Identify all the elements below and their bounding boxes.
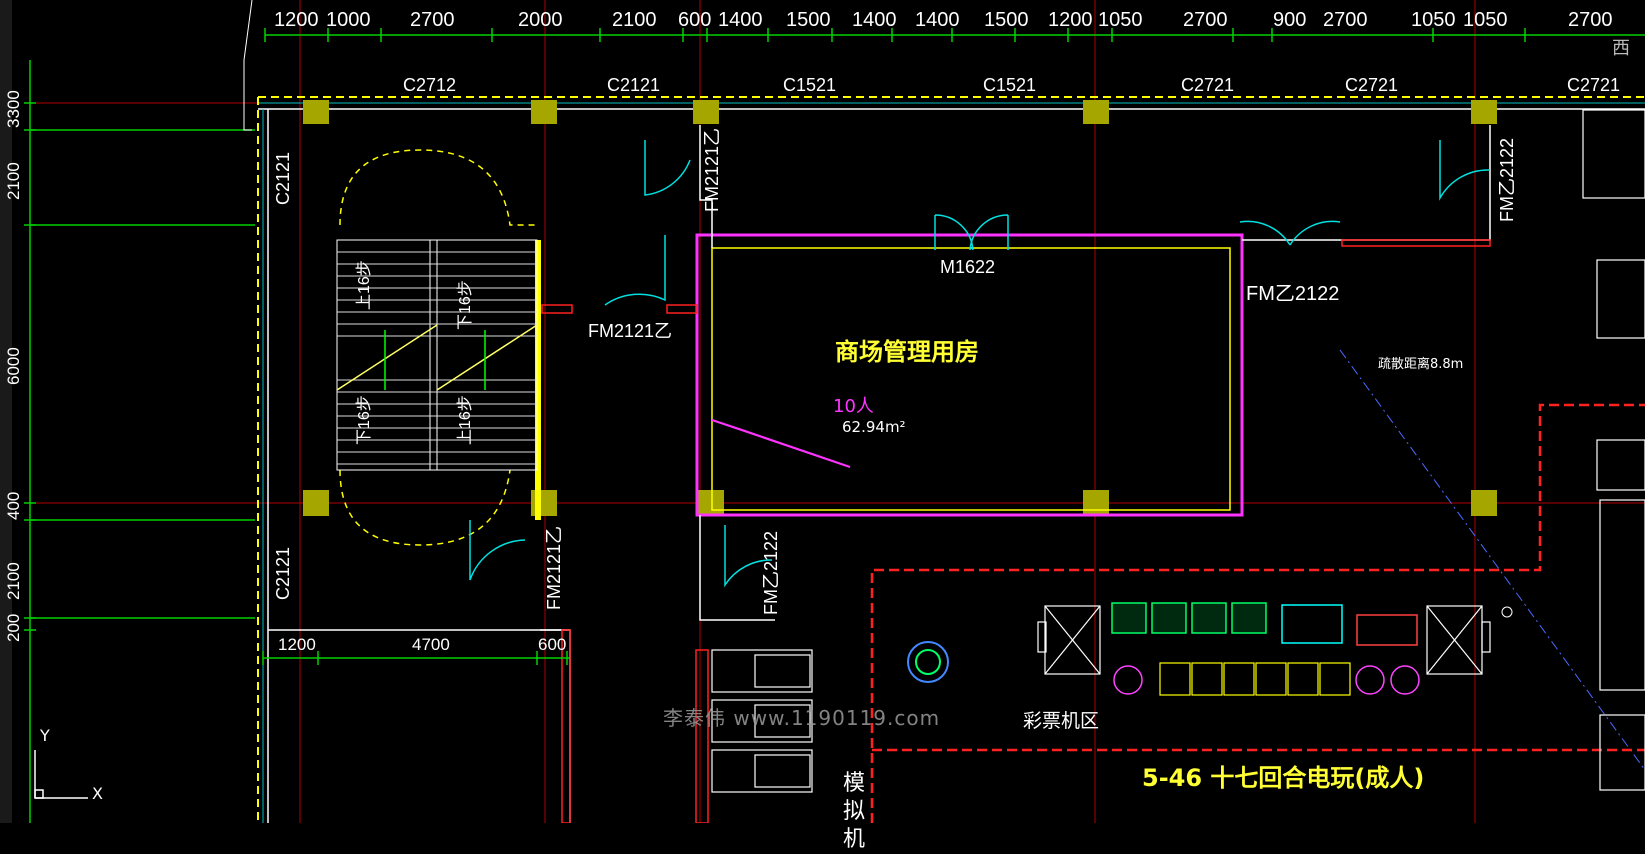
lower-dimension-label: 4700 (412, 635, 450, 654)
column (1471, 490, 1497, 516)
door-tag: FM乙2122 (1246, 283, 1340, 305)
top-dimension-label: 2100 (612, 9, 657, 31)
room-occupancy: 10人 (833, 396, 874, 417)
right-equipment (1582, 109, 1645, 791)
management-room[interactable] (695, 233, 1244, 517)
top-dimension-label: 1050 (1098, 9, 1143, 31)
door-tag: FM2121乙 (544, 525, 564, 610)
top-dimension-label: 1500 (984, 9, 1029, 31)
left-dimension-label: 6000 (4, 347, 23, 385)
room-area: 62.94m² (842, 418, 906, 436)
column (698, 490, 724, 516)
top-dimension-label: 2000 (518, 9, 563, 31)
top-outer-wall (258, 96, 1645, 110)
column (531, 490, 557, 516)
evacuation-node (1501, 606, 1513, 618)
window-tag: C2712 (403, 75, 457, 95)
window-tag: C1521 (783, 75, 837, 95)
column (1083, 100, 1109, 124)
evacuation-path (1339, 349, 1645, 771)
ucs-x-label: X (92, 784, 103, 803)
stair-label: 下16步 (356, 395, 373, 445)
lottery-zone-label: 彩票机区 (1023, 710, 1100, 732)
lower-dimension-label: 600 (538, 635, 567, 654)
top-dimension-label: 900 (1273, 9, 1307, 31)
top-dimension-line (264, 28, 1645, 42)
door-tag: FM乙2122 (1497, 137, 1517, 222)
top-dimension-label: 2700 (410, 9, 455, 31)
window-tag: C2121 (607, 75, 661, 95)
stair-enclosure (336, 149, 541, 546)
simulation-zone-label: 模拟机 (843, 771, 866, 852)
column (1471, 100, 1497, 124)
top-dimension-label: 2700 (1323, 9, 1368, 31)
left-dimension-label: 200 (4, 613, 23, 642)
lower-dimension-label: 1200 (278, 635, 316, 654)
evacuation-note: 疏散距离8.8m (1378, 357, 1464, 372)
column (531, 100, 557, 124)
window-tag-left: C2121 (273, 151, 293, 205)
simulation-machines (711, 649, 813, 793)
column (1083, 490, 1109, 516)
top-dimension-label: 600 (678, 9, 712, 31)
window-tag: C2721 (1567, 75, 1621, 95)
door-tag: M1622 (940, 257, 996, 277)
top-dimension-label: 1400 (852, 9, 897, 31)
top-dimension-label: 1050 (1411, 9, 1456, 31)
column (693, 100, 719, 124)
top-dimension-label: 1050 (1463, 9, 1508, 31)
corner-text: 西 (1612, 38, 1630, 59)
stair-label: 上16步 (356, 260, 373, 310)
left-dimension-line (24, 60, 255, 823)
top-dimension-label: 1400 (915, 9, 960, 31)
top-dimension-label: 2700 (1568, 9, 1613, 31)
left-ruler-strip (0, 0, 12, 823)
top-dimension-label: 1500 (786, 9, 831, 31)
left-dimension-label: 2100 (4, 562, 23, 600)
window-tag: C2721 (1345, 75, 1399, 95)
left-dimension-label: 3300 (4, 90, 23, 128)
door-swings (469, 140, 1491, 588)
stair-label: 下16步 (457, 280, 474, 330)
cad-drawing-canvas[interactable] (0, 0, 1645, 823)
window-tag-left: C2121 (273, 546, 293, 600)
zone-boundaries (870, 403, 1645, 823)
ucs-icon (34, 750, 88, 799)
lower-dimension-line (262, 651, 570, 665)
top-dimension-label: 2700 (1183, 9, 1228, 31)
top-dimension-label: 1400 (718, 9, 763, 31)
column (303, 100, 329, 124)
top-dimension-label: 1200 (274, 9, 319, 31)
room-name: 商场管理用房 (835, 338, 979, 366)
watermark-text: 李泰伟 www.1190119.com (663, 706, 941, 730)
left-dimension-label: 2100 (4, 162, 23, 200)
window-tag: C1521 (983, 75, 1037, 95)
ucs-y-label: Y (40, 726, 50, 745)
stair-label: 上16步 (457, 395, 474, 445)
top-dimension-label: 1200 (1048, 9, 1093, 31)
door-tag: FM乙2122 (761, 530, 781, 615)
game-machines (907, 602, 1491, 696)
hatched-walls (541, 239, 1491, 823)
left-dimension-label: 400 (4, 491, 23, 520)
door-tag: FM2121乙 (702, 127, 722, 212)
left-outer-wall (243, 0, 269, 823)
hall-title: 5-46 十七回合电玩(成人) (1142, 764, 1425, 792)
top-dimension-label: 1000 (326, 9, 371, 31)
door-tag: FM2121乙 (588, 321, 673, 341)
column (303, 490, 329, 516)
window-tag: C2721 (1181, 75, 1235, 95)
structural-columns (303, 100, 1497, 516)
